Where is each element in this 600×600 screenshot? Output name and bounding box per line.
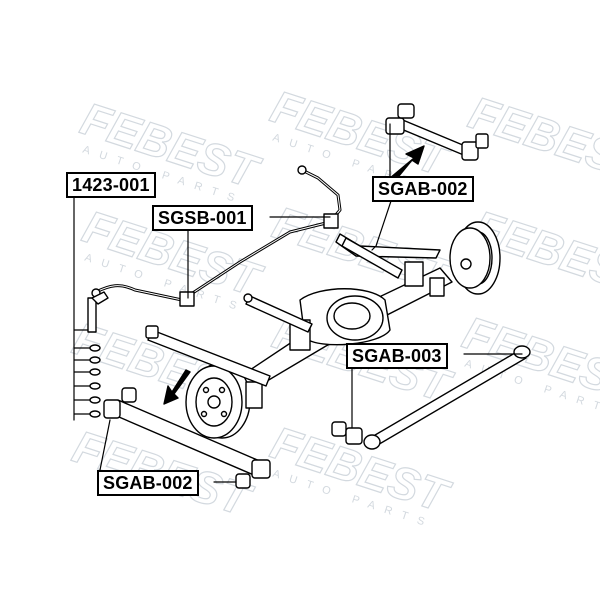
- link-washer-1: [89, 344, 101, 352]
- part-label-1423-001: 1423-001: [66, 172, 156, 198]
- axle-housing: [249, 233, 453, 385]
- lower-arm-bushing-b: [121, 387, 137, 403]
- upper-arm-mid: [243, 293, 313, 333]
- lower-arm-bottom: [103, 387, 271, 489]
- upper-arm-bushing-a: [385, 117, 405, 135]
- part-label-sgab-003: SGAB-003: [346, 343, 448, 369]
- part-label-sgab-002-bottom: SGAB-002: [97, 470, 199, 496]
- upper-arm-bushing-b: [397, 103, 415, 119]
- link-washer-3: [89, 368, 101, 376]
- upper-arm-top: [385, 103, 489, 161]
- upper-arm-bushing-d: [475, 133, 489, 149]
- left-brake-drum: [185, 361, 263, 439]
- sgab-003-bushings: [331, 421, 363, 445]
- drawing: [73, 103, 531, 489]
- right-upper-link: [341, 237, 403, 279]
- lower-arm-mid: [145, 325, 271, 387]
- lower-arm-bushing-d: [235, 473, 251, 489]
- arrow-bottom: [163, 369, 191, 405]
- link-washer-2: [89, 356, 101, 364]
- link-washer-4: [89, 382, 101, 390]
- lateral-rod-end-right: [513, 345, 531, 359]
- lateral-rod-end-left: [363, 434, 381, 450]
- stabilizer-end-top: [297, 165, 307, 175]
- lateral-rod: [363, 345, 531, 450]
- lower-arm-bushing-c: [251, 459, 271, 479]
- stabilizer-bushing-left: [179, 291, 195, 307]
- link-rod: [87, 297, 97, 333]
- lower-arm-bushing-a: [103, 399, 121, 419]
- arrows: [163, 145, 425, 405]
- right-hub: [449, 221, 501, 295]
- link-washer-5: [89, 396, 101, 404]
- part-label-sgsb-001: SGSB-001: [152, 205, 253, 231]
- link-washer-6: [89, 410, 101, 418]
- leader-lines: [73, 123, 523, 483]
- link-bracket: [91, 291, 109, 305]
- part-label-sgab-002-top: SGAB-002: [372, 176, 474, 202]
- stabilizer-bushing-right: [323, 213, 339, 229]
- upper-arm-bushing-c: [461, 141, 479, 161]
- watermark-9: FEBEST AUTO PARTS: [456, 305, 600, 421]
